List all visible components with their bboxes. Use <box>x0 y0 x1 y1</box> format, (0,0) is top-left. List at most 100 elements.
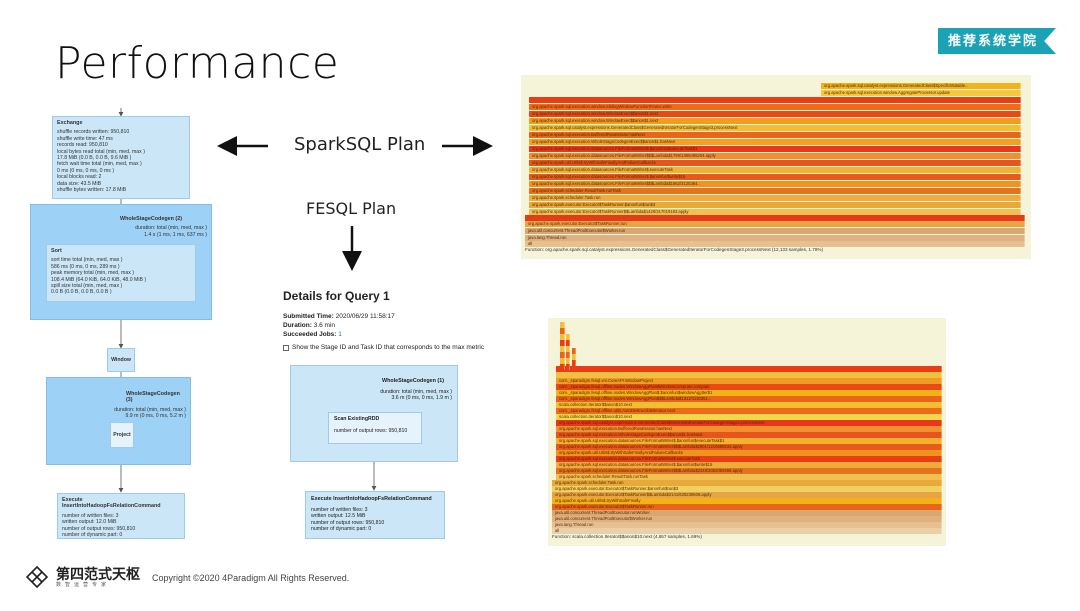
flame-frame[interactable] <box>566 346 570 352</box>
flame-frame[interactable]: org.apache.spark.sql.execution.BufferedR… <box>529 132 1021 138</box>
flame-frame[interactable]: java.util.concurrent.ThreadPoolExecutor$… <box>552 516 942 522</box>
flame-frame[interactable]: org.apache.spark.sql.catalyst.expression… <box>556 420 942 426</box>
flame-frame[interactable]: org.apache.spark.executor.Executor$TaskR… <box>525 221 1025 227</box>
flame-frame[interactable] <box>566 358 570 364</box>
flame-frame[interactable] <box>556 366 942 372</box>
flame-frame[interactable]: com._4paradigm.fesql.offline.utils.AutoD… <box>556 408 942 414</box>
flame-frame[interactable] <box>560 352 565 358</box>
flame-frame[interactable]: java.util.concurrent.ThreadPoolExecutor$… <box>525 228 1025 234</box>
brand-tag: 推荐系统学院 <box>938 28 1056 54</box>
flame-frame[interactable]: org.apache.spark.executor.Executor$TaskR… <box>552 504 942 510</box>
flame-frame[interactable]: org.apache.spark.sql.execution.datasourc… <box>529 153 1021 159</box>
flame-frame[interactable]: org.apache.spark.scheduler.Task.run <box>529 195 1021 201</box>
flame-frame[interactable]: org.apache.spark.sql.execution.datasourc… <box>556 456 942 462</box>
project-node[interactable]: Project <box>110 422 134 448</box>
flame-frame[interactable] <box>560 334 565 340</box>
flame-frame[interactable]: org.apache.spark.util.Utils$.tryWithSafe… <box>529 160 1021 166</box>
jobs-row: Succeeded Jobs: 1 <box>283 330 513 339</box>
flame-frame[interactable] <box>572 348 576 354</box>
flame-frame[interactable]: scala.collection.Iterator$$anon$10.next <box>556 414 942 420</box>
flame-frame[interactable]: org.apache.spark.scheduler.ResultTask.ru… <box>556 474 942 480</box>
window-node[interactable]: Window <box>107 348 135 372</box>
flame-frame[interactable] <box>525 215 1025 221</box>
flame-frame[interactable]: com._4paradigm.fesql.offline.nodes.Windo… <box>556 384 942 390</box>
flame-frame[interactable]: org.apache.spark.sql.execution.datasourc… <box>556 438 942 444</box>
flame-frame[interactable]: org.apache.spark.util.Utils$.tryWithSafe… <box>556 450 942 456</box>
jobs-link[interactable]: 1 <box>338 331 342 338</box>
checkbox[interactable] <box>283 344 289 351</box>
flame-frame[interactable] <box>566 352 570 358</box>
flame-frame[interactable]: org.apache.spark.sql.execution.WholeStag… <box>556 432 942 438</box>
flame-frame[interactable]: org.apache.spark.sql.execution.datasourc… <box>529 146 1021 152</box>
wscg1-line: duration: total (min, med, max ) <box>380 388 452 395</box>
flame-frame[interactable]: org.apache.spark.executor.Executor$TaskR… <box>529 209 1021 215</box>
flame-frame[interactable] <box>566 340 570 346</box>
stage-id-toggle[interactable]: Show the Stage ID and Task ID that corre… <box>283 344 513 351</box>
sparksql-flame-graph[interactable]: Function: org.apache.spark.sql.catalyst.… <box>521 75 1031 259</box>
flame-frame[interactable]: org.apache.spark.scheduler.ResultTask.ru… <box>529 188 1021 194</box>
flame-frame[interactable] <box>560 328 565 334</box>
wscg3-line: 9.9 m (0 ms, 0 ms, 5.2 m ) <box>125 413 186 420</box>
flame-frame[interactable]: org.apache.spark.executor.Executor$TaskR… <box>552 492 942 498</box>
flame-frame[interactable]: org.apache.spark.sql.catalyst.expression… <box>821 83 1021 89</box>
flame-frame[interactable]: org.apache.spark.sql.execution.datasourc… <box>556 468 942 474</box>
flame-frame[interactable]: org.apache.spark.executor.Executor$TaskR… <box>529 202 1021 208</box>
fesql-plan-label: FESQL Plan <box>306 199 397 218</box>
query-details: Details for Query 1 Submitted Time: 2020… <box>283 289 513 351</box>
logo-icon <box>26 566 48 588</box>
flame-frame[interactable] <box>560 364 565 370</box>
fesql-insert-title: Execute InsertIntoHadoopFsRelationComman… <box>311 496 432 502</box>
flame-frame[interactable]: all <box>552 528 942 534</box>
flame-frame[interactable] <box>566 334 570 340</box>
fesql-insert-node[interactable]: Execute InsertIntoHadoopFsRelationComman… <box>305 491 445 539</box>
fesql-insert-line: number of dynamic part: 0 <box>311 526 372 533</box>
exchange-node[interactable]: Exchange shuffle records written: 950,81… <box>52 116 190 199</box>
flame-frame[interactable]: org.apache.spark.sql.execution.BufferedR… <box>556 426 942 432</box>
flame-frame[interactable]: com._4paradigm.fesql.vm.CoreAPI.WindowPr… <box>556 378 942 384</box>
flame-frame[interactable]: org.apache.spark.scheduler.Task.run <box>552 480 942 486</box>
scan-existing-rdd-node[interactable]: Scan ExistingRDD number of output rows: … <box>328 412 422 444</box>
sort-line: sort time total (min, med, max ) <box>51 257 123 264</box>
flame-frame[interactable] <box>556 372 942 378</box>
flame-frame[interactable] <box>572 360 576 366</box>
flame-frame[interactable] <box>560 346 565 352</box>
spark-insert-line: number of dynamic part: 0 <box>62 532 123 539</box>
flame-frame[interactable]: scala.collection.Iterator$$anon$10.next <box>556 402 942 408</box>
wholestagecodegen-1-node[interactable]: WholeStageCodegen (1) duration: total (m… <box>290 365 458 462</box>
window-title: Window <box>111 357 131 363</box>
flame-frame[interactable]: org.apache.spark.sql.execution.datasourc… <box>556 462 942 468</box>
flame-frame[interactable]: java.util.concurrent.ThreadPoolExecutor.… <box>552 510 942 516</box>
flame-frame[interactable]: org.apache.spark.executor.Executor$TaskR… <box>552 486 942 492</box>
flame-frame[interactable] <box>566 364 570 370</box>
flame-frame[interactable]: org.apache.spark.sql.catalyst.expression… <box>529 125 1021 131</box>
flame-frame[interactable]: org.apache.spark.sql.execution.window.Ag… <box>821 90 1021 96</box>
spark-insert-node[interactable]: Execute InsertIntoHadoopFsRelationComman… <box>57 493 185 539</box>
flame-frame[interactable]: org.apache.spark.util.Utils$.tryWithSafe… <box>552 498 942 504</box>
flame-frame[interactable]: all <box>525 241 1025 247</box>
flame-frame[interactable]: com._4paradigm.fesql.offline.nodes.Windo… <box>556 396 942 402</box>
wscg1-line: 3.6 m (0 ms, 0 ms, 1.9 m ) <box>391 395 452 402</box>
flame-frame[interactable]: com._4paradigm.fesql.offline.nodes.Windo… <box>556 390 942 396</box>
flame-frame[interactable]: org.apache.spark.sql.execution.window.Sl… <box>529 104 1021 110</box>
flame-frame[interactable]: org.apache.spark.sql.execution.datasourc… <box>529 174 1021 180</box>
flame-frame[interactable]: org.apache.spark.sql.execution.datasourc… <box>529 167 1021 173</box>
flame-frame[interactable]: org.apache.spark.sql.execution.datasourc… <box>529 181 1021 187</box>
flame-frame[interactable] <box>560 340 565 346</box>
sort-line: spill size total (min, med, max ) <box>51 283 123 290</box>
wholestagecodegen-3-node[interactable]: WholeStageCodegen (3) duration: total (m… <box>46 377 191 465</box>
fesql-insert-line: number of output rows: 950,810 <box>311 519 385 526</box>
sort-line: 0.0 B (0.0 B, 0.0 B, 0.0 B ) <box>51 289 112 296</box>
flame-frame[interactable]: org.apache.spark.sql.execution.window.Wi… <box>529 118 1021 124</box>
flame-frame[interactable] <box>529 97 1021 103</box>
flame-frame[interactable]: java.lang.Thread.run <box>552 522 942 528</box>
flame-frame[interactable] <box>560 358 565 364</box>
flame-frame[interactable]: org.apache.spark.sql.execution.datasourc… <box>556 444 942 450</box>
flame-frame[interactable]: java.lang.Thread.run <box>525 235 1025 241</box>
flame-frame[interactable]: org.apache.spark.sql.execution.window.Wi… <box>529 111 1021 117</box>
flame-frame[interactable] <box>572 354 576 360</box>
exchange-line: 17.8 MiB (0.0 B, 0.0 B, 9.6 MiB ) <box>57 155 132 162</box>
flame-frame[interactable]: org.apache.spark.sql.execution.WholeStag… <box>529 139 1021 145</box>
fesql-flame-graph[interactable]: Function: scala.collection.Iterator$$ano… <box>548 318 946 546</box>
sort-node[interactable]: Sort sort time total (min, med, max ) 58… <box>46 244 196 302</box>
flame-frame[interactable] <box>560 322 565 328</box>
